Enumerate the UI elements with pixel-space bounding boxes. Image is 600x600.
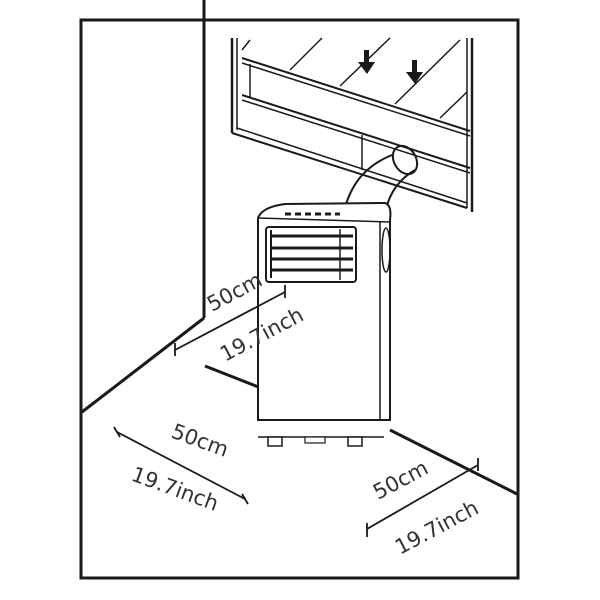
portable-ac-unit <box>257 201 392 447</box>
front-left-cm-label: 50cm <box>168 419 231 462</box>
right-wall-inch-label: 19.7inch <box>391 496 482 560</box>
dimension-front-left <box>113 426 249 505</box>
floor-mark <box>204 364 262 390</box>
frame-border <box>79 18 520 580</box>
left-wall-cm-label: 50cm <box>203 268 266 317</box>
right-floor-edge <box>389 428 518 496</box>
down-arrow-icon <box>358 50 423 84</box>
front-left-inch-label: 19.7inch <box>128 462 222 516</box>
dimension-left-wall <box>174 285 286 356</box>
left-floor-edge <box>81 316 205 414</box>
dimension-right-wall <box>366 458 479 537</box>
window <box>230 37 474 212</box>
